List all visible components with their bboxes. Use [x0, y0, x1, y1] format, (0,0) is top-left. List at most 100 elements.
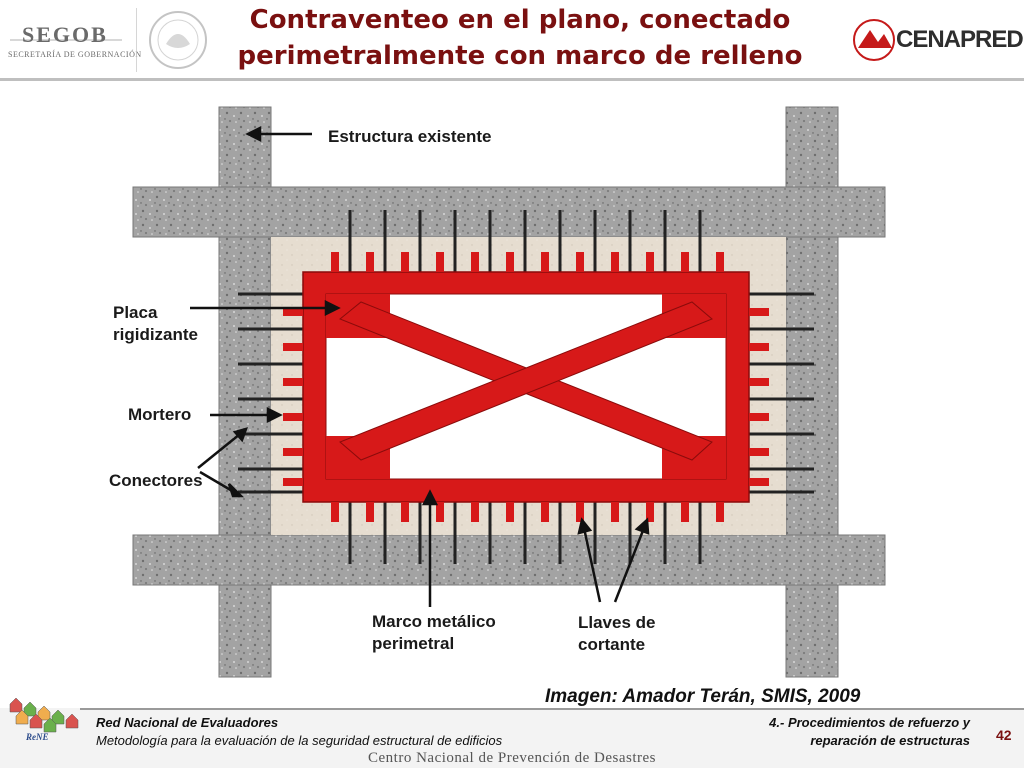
segob-logo [10, 39, 122, 41]
shear-key [506, 502, 514, 522]
shear-key [506, 252, 514, 272]
shear-key [541, 502, 549, 522]
label-connectors: Conectores [109, 471, 203, 490]
shear-key [283, 308, 303, 316]
connector-bar [749, 432, 814, 436]
shear-key [681, 502, 689, 522]
bracing-diagram [132, 106, 886, 678]
shear-keys-group [283, 252, 769, 522]
shear-key [611, 252, 619, 272]
label-steel-frame: Marco metálico perimetral [372, 611, 496, 655]
shear-key [331, 502, 339, 522]
connector-bar [628, 210, 632, 272]
connector-bar [558, 502, 562, 564]
connector-bar [238, 327, 303, 331]
label-existing-structure: Estructura existente [328, 127, 492, 146]
header-divider [0, 78, 1024, 81]
footer-band [0, 708, 1024, 768]
footer-divider [80, 708, 1024, 710]
cenapred-logo-word: CENAPRED [896, 26, 1024, 53]
connector-bar [749, 397, 814, 401]
shear-key [541, 252, 549, 272]
connector-bar [749, 490, 814, 494]
shear-key [749, 343, 769, 351]
shear-key [576, 252, 584, 272]
connector-bar [418, 210, 422, 272]
perimeter-steel-frame [302, 271, 750, 503]
leader-arrows [190, 125, 650, 607]
segob-logo-word: SEGOB [22, 22, 108, 47]
connector-bar [593, 502, 597, 564]
shear-key [366, 252, 374, 272]
shear-key [436, 252, 444, 272]
label-mortar: Mortero [128, 405, 192, 424]
footer-section-line1: 4.- Procedimientos de refuerzo y [769, 715, 970, 730]
connector-bar [348, 210, 352, 272]
connector-bar [628, 502, 632, 564]
footer-network-name: Red Nacional de Evaluadores [96, 715, 279, 730]
title-line-1: Contraventeo en el plano, conectado [249, 5, 791, 35]
shear-key [283, 413, 303, 421]
label-steel-frame-line2: perimetral [372, 634, 455, 653]
connector-bar [749, 362, 814, 366]
shear-key [749, 308, 769, 316]
slide-header: SEGOB SECRETARÍA DE GOBERNACIÓN Contrave… [0, 0, 1024, 81]
shear-key [611, 502, 619, 522]
connector-bar [238, 397, 303, 401]
label-shear-keys-line1: Llaves de [578, 613, 656, 632]
connector-bar [663, 502, 667, 564]
connector-bar [453, 210, 457, 272]
connector-bar [523, 502, 527, 564]
shear-key [716, 252, 724, 272]
top-beam [132, 186, 886, 238]
page-title: Contraventeo en el plano, conectado peri… [230, 2, 810, 74]
connector-bar [558, 210, 562, 272]
label-stiffener-plate-line2: rigidizante [113, 325, 199, 344]
label-stiffener-plate-line1: Placa [113, 303, 158, 322]
shear-key [749, 378, 769, 386]
mexico-seal-icon [136, 8, 207, 72]
connector-bar [383, 210, 387, 272]
connector-bar [238, 467, 303, 471]
image-credit: Imagen: Amador Terán, SMIS, 2009 [545, 686, 861, 707]
connector-bar [488, 502, 492, 564]
shear-key [331, 252, 339, 272]
shear-key [749, 413, 769, 421]
connector-bar [488, 210, 492, 272]
connector-bar [593, 210, 597, 272]
page-number: 42 [996, 727, 1012, 743]
footer-institution: Centro Nacional de Prevención de Desastr… [368, 750, 656, 766]
title-line-2: perimetralmente con marco de relleno [237, 41, 803, 71]
connector-bar [238, 292, 303, 296]
connector-bar [698, 502, 702, 564]
connector-bar [383, 502, 387, 564]
shear-key [401, 252, 409, 272]
connectors-group [238, 210, 814, 564]
label-shear-keys: Llaves de cortante [578, 612, 656, 656]
shear-key [716, 502, 724, 522]
connector-bar [749, 327, 814, 331]
connector-bar [238, 432, 303, 436]
shear-key [681, 252, 689, 272]
shear-key [436, 502, 444, 522]
connector-bar [238, 362, 303, 366]
connector-bar [418, 502, 422, 564]
shear-key [283, 478, 303, 486]
shear-key [283, 343, 303, 351]
label-stiffener-plate: Placa rigidizante [113, 302, 198, 346]
label-shear-keys-line2: cortante [578, 635, 646, 654]
footer-methodology: Metodología para la evaluación de la seg… [96, 733, 503, 748]
shear-key [576, 502, 584, 522]
shear-key [749, 448, 769, 456]
connector-bar [523, 210, 527, 272]
footer-section-line2: reparación de estructuras [810, 733, 970, 748]
shear-key [366, 502, 374, 522]
shear-key [471, 252, 479, 272]
bottom-beam [132, 534, 886, 586]
connector-bar [749, 467, 814, 471]
segob-logo-subtitle: SECRETARÍA DE GOBERNACIÓN [8, 50, 142, 59]
shear-key [749, 478, 769, 486]
shear-key [471, 502, 479, 522]
connector-bar [238, 490, 303, 494]
shear-key [646, 502, 654, 522]
